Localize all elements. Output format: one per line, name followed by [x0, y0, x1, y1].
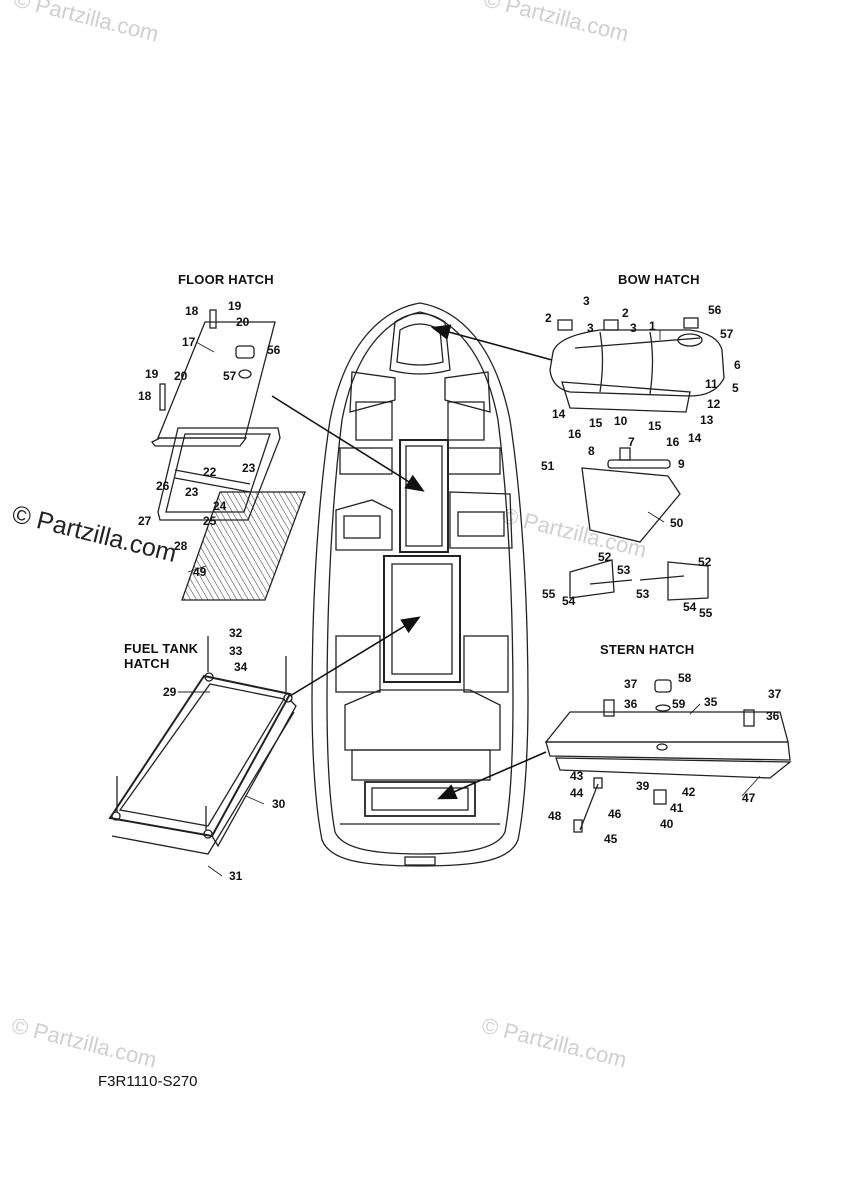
callout-52: 52 — [698, 555, 712, 569]
callout-8: 8 — [588, 444, 595, 458]
callout-42: 42 — [682, 785, 696, 799]
fuel-tank-hatch-assembly — [108, 636, 297, 855]
callout-52: 52 — [598, 550, 612, 564]
callout-31: 31 — [229, 869, 243, 883]
callout-55: 55 — [542, 587, 556, 601]
callout-3: 3 — [587, 321, 594, 335]
callout-14: 14 — [688, 431, 702, 445]
callout-10: 10 — [614, 414, 628, 428]
callout-19: 19 — [228, 299, 242, 313]
location-arrows — [271, 324, 553, 800]
callout-50: 50 — [670, 516, 684, 530]
callout-39: 39 — [636, 779, 650, 793]
callout-1: 1 — [649, 319, 656, 333]
callout-36: 36 — [766, 709, 780, 723]
callout-25: 25 — [203, 514, 217, 528]
callout-53: 53 — [617, 563, 631, 577]
stern-hatch-title: STERN HATCH — [600, 642, 695, 657]
bow-hatch-assembly — [549, 317, 725, 601]
callout-59: 59 — [672, 697, 686, 711]
callout-27: 27 — [138, 514, 152, 528]
callout-54: 54 — [683, 600, 697, 614]
callout-43: 43 — [570, 769, 584, 783]
callout-18: 18 — [138, 389, 152, 403]
callout-37: 37 — [624, 677, 638, 691]
callout-53: 53 — [636, 587, 650, 601]
callout-15: 15 — [648, 419, 662, 433]
callout-58: 58 — [678, 671, 692, 685]
callout-2: 2 — [622, 306, 629, 320]
stern-hatch-assembly — [544, 679, 792, 833]
callout-18: 18 — [185, 304, 199, 318]
callout-5: 5 — [732, 381, 739, 395]
callout-49: 49 — [193, 565, 207, 579]
callout-56: 56 — [267, 343, 281, 357]
callout-26: 26 — [156, 479, 170, 493]
callout-9: 9 — [678, 457, 685, 471]
boat-hull — [311, 302, 529, 867]
callout-labels: 1 2 2 3 3 3 5 6 7 8 9 10 11 12 13 14 14 … — [138, 294, 782, 883]
callout-45: 45 — [604, 832, 618, 846]
callout-44: 44 — [570, 786, 584, 800]
callout-55: 55 — [699, 606, 713, 620]
callout-20: 20 — [174, 369, 188, 383]
callout-6: 6 — [734, 358, 741, 372]
callout-35: 35 — [704, 695, 718, 709]
callout-40: 40 — [660, 817, 674, 831]
leader-lines — [178, 330, 761, 877]
callout-15: 15 — [589, 416, 603, 430]
floor-hatch-assembly — [151, 309, 306, 601]
callout-20: 20 — [236, 315, 250, 329]
diagram-code: F3R1110-S270 — [98, 1073, 198, 1090]
callout-30: 30 — [272, 797, 286, 811]
callout-23: 23 — [242, 461, 256, 475]
callout-23: 23 — [185, 485, 199, 499]
callout-54: 54 — [562, 594, 576, 608]
callout-19: 19 — [145, 367, 159, 381]
callout-14: 14 — [552, 407, 566, 421]
fuel-tank-hatch-title-line2: HATCH — [124, 656, 170, 671]
callout-11: 11 — [705, 377, 718, 391]
callout-34: 34 — [234, 660, 248, 674]
callout-12: 12 — [707, 397, 721, 411]
callout-2: 2 — [545, 311, 552, 325]
callout-47: 47 — [742, 791, 756, 805]
callout-57: 57 — [720, 327, 734, 341]
callout-57: 57 — [223, 369, 237, 383]
callout-16: 16 — [568, 427, 582, 441]
callout-46: 46 — [608, 807, 622, 821]
callout-41: 41 — [670, 801, 684, 815]
callout-3: 3 — [583, 294, 590, 308]
callout-3: 3 — [630, 321, 637, 335]
callout-17: 17 — [182, 335, 196, 349]
callout-24: 24 — [213, 499, 227, 513]
callout-29: 29 — [163, 685, 177, 699]
callout-16: 16 — [666, 435, 680, 449]
callout-7: 7 — [628, 435, 635, 449]
callout-56: 56 — [708, 303, 722, 317]
callout-48: 48 — [548, 809, 562, 823]
floor-hatch-title: FLOOR HATCH — [178, 272, 274, 287]
bow-hatch-title: BOW HATCH — [618, 272, 700, 287]
callout-32: 32 — [229, 626, 243, 640]
callout-28: 28 — [174, 539, 188, 553]
callout-22: 22 — [203, 465, 217, 479]
callout-33: 33 — [229, 644, 243, 658]
callout-36: 36 — [624, 697, 638, 711]
callout-37: 37 — [768, 687, 782, 701]
callout-51: 51 — [541, 459, 555, 473]
callout-13: 13 — [700, 413, 714, 427]
fuel-tank-hatch-title-line1: FUEL TANK — [124, 641, 199, 656]
